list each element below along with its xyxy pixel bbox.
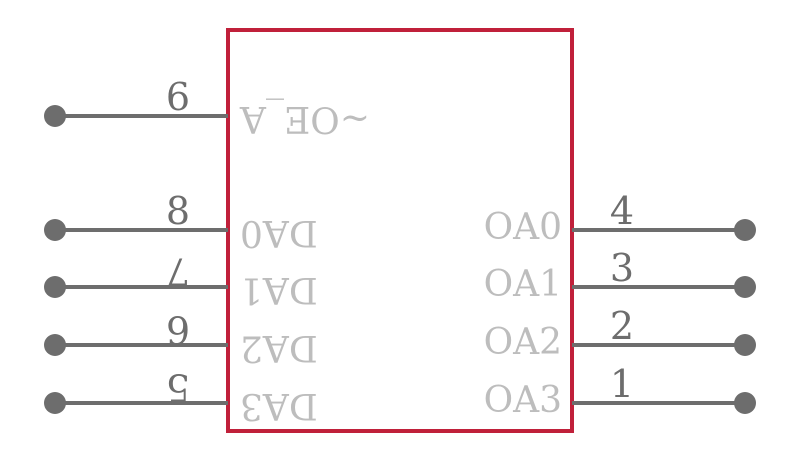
right-pin-1: 4 OA0 [484, 189, 756, 248]
pin-label-da3: DA3 [240, 385, 318, 426]
pin-number: 5 [166, 366, 190, 410]
left-pin-2: 8 DA0 [44, 189, 318, 253]
pin-endpoint [734, 392, 756, 414]
left-pin-5: 5 DA3 [44, 366, 318, 426]
pin-label-da0: DA0 [240, 212, 318, 253]
pin-number: 7 [166, 250, 190, 294]
pin-endpoint [44, 219, 66, 241]
pin-label-da1: DA1 [240, 269, 318, 310]
pin-endpoint [44, 334, 66, 356]
pin-label-da2: DA2 [240, 327, 318, 368]
pin-label-oa0: OA0 [484, 207, 562, 248]
pin-endpoint [44, 392, 66, 414]
left-pin-1: 6 ~OE_A [44, 75, 370, 139]
right-pin-4: 1 OA3 [484, 362, 756, 421]
pin-label-oe-a: ~OE_A [239, 98, 370, 139]
pin-endpoint [734, 276, 756, 298]
pin-endpoint [44, 105, 66, 127]
right-pin-2: 3 OA1 [484, 246, 756, 305]
pin-number: 2 [610, 304, 634, 348]
pin-number: 6 [166, 308, 190, 352]
left-pin-4: 6 DA2 [44, 308, 318, 368]
pin-endpoint [734, 219, 756, 241]
pin-label-oa3: OA3 [484, 380, 562, 421]
pin-label-oa2: OA2 [484, 322, 562, 363]
right-pin-3: 2 OA2 [484, 304, 756, 363]
pin-number: 3 [610, 246, 634, 290]
pin-endpoint [44, 276, 66, 298]
pin-number: 1 [610, 362, 634, 406]
pin-number: 6 [166, 75, 190, 119]
pin-label-oa1: OA1 [484, 264, 562, 305]
pin-number: 4 [610, 189, 634, 233]
pin-endpoint [734, 334, 756, 356]
pin-number: 8 [166, 189, 190, 233]
left-pin-3: 7 DA1 [44, 250, 318, 310]
